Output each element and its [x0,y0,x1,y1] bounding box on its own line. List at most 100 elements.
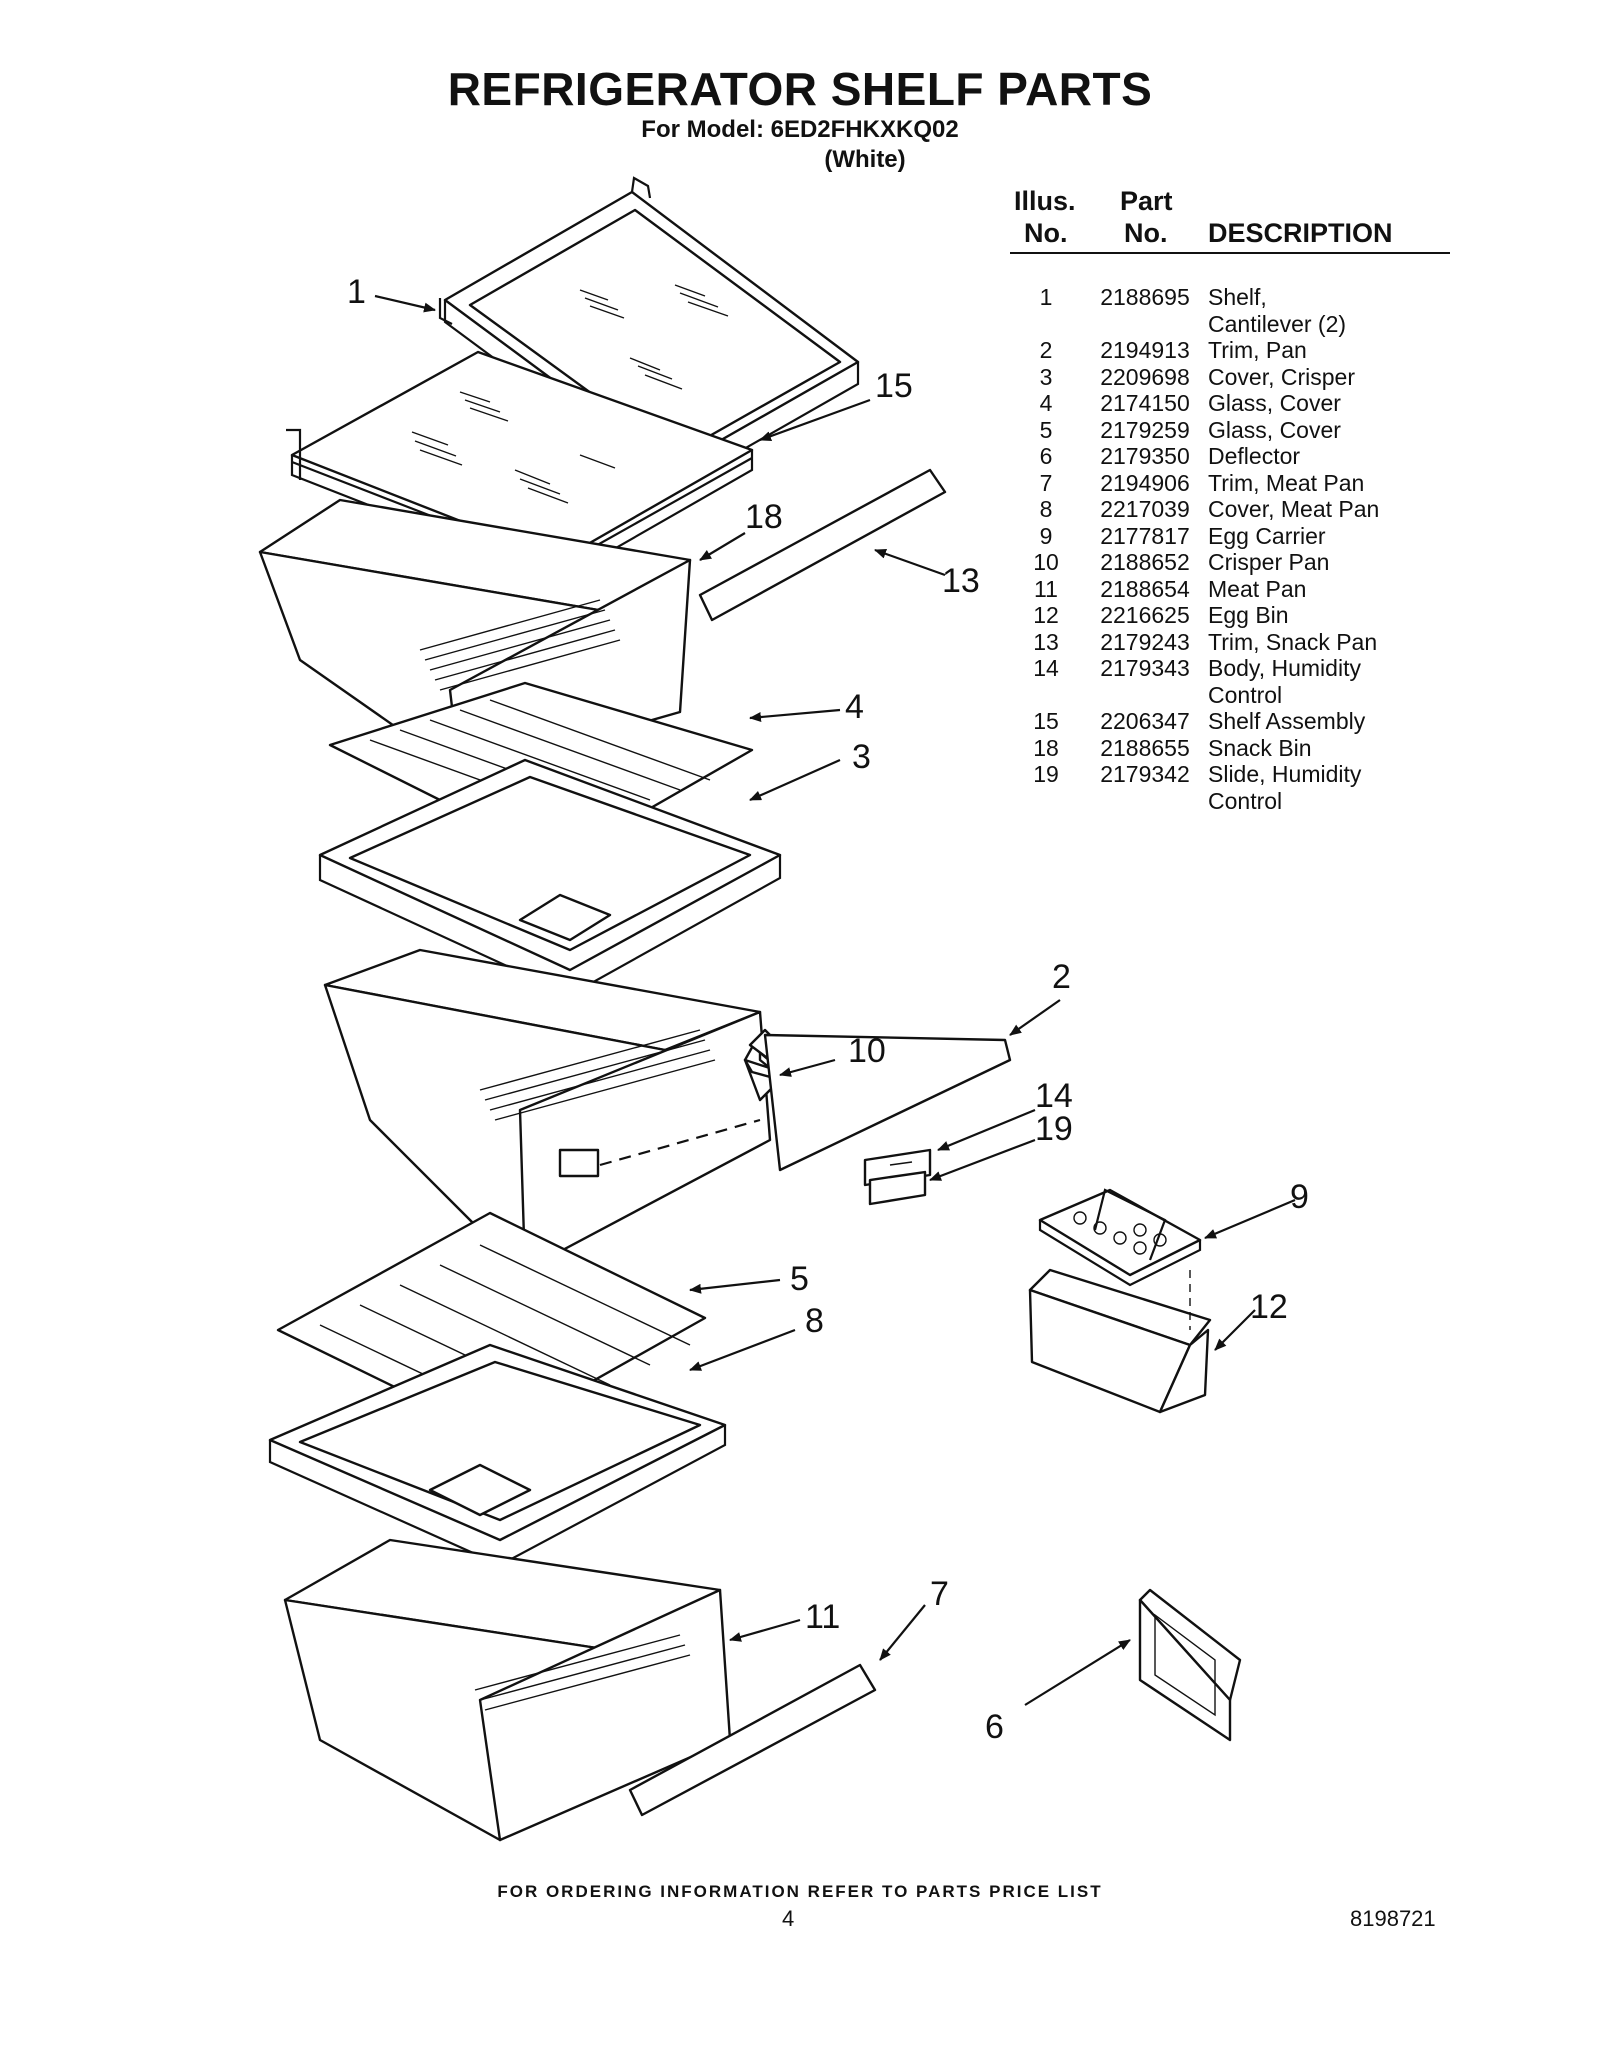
header-part-line2: No. [1124,218,1168,248]
part-description: Glass, Cover [1208,390,1341,416]
part-description: Trim, Snack Pan [1208,628,1378,655]
table-row: Control [1010,682,1450,709]
part-number: 2209698 [1100,363,1190,390]
part-description: Slide, Humidity [1208,761,1362,787]
callout-6: 6 [985,1708,1004,1746]
callout-2: 2 [1052,958,1071,996]
illus-number: 12 [1033,602,1059,628]
illus-number: 9 [1039,522,1053,549]
callout-9: 9 [1290,1178,1309,1216]
part-description: Shelf Assembly [1208,708,1366,734]
illus-number: 4 [1039,390,1053,416]
part-description: Egg Carrier [1208,522,1326,549]
illus-number: 2 [1039,337,1053,363]
part-description: Snack Bin [1208,734,1312,761]
egg-bin [1028,1268,1212,1414]
illus-number: 6 [1039,443,1053,469]
part-number: 2177817 [1100,522,1190,549]
part-number: 2174150 [1100,390,1190,416]
part-description: Trim, Meat Pan [1208,469,1365,496]
part-number [1082,682,1208,709]
callout-15: 15 [875,367,913,405]
illus-number: 13 [1033,628,1059,655]
part-number: 2179342 [1100,761,1190,787]
crisper-pan [323,948,772,1272]
part-number: 2179350 [1100,443,1190,469]
deflector [1138,1588,1242,1742]
egg-carrier [1038,1188,1202,1287]
page-number: 4 [782,1906,795,1931]
illus-number [1010,682,1082,709]
trim-snack-pan [698,468,947,622]
illus-number: 18 [1033,734,1059,761]
table-row: 7 2194906 Trim, Meat Pan [1010,470,1450,497]
part-description: Glass, Cover [1208,416,1341,443]
part-number: 2216625 [1100,602,1190,628]
header-illus-line2: No. [1024,218,1068,248]
part-number [1082,311,1208,338]
leader-lines [374,294,1296,1706]
part-number: 2188652 [1100,549,1190,575]
part-description: Deflector [1208,443,1301,469]
illus-number: 7 [1039,469,1053,496]
part-description: Cover, Meat Pan [1208,496,1380,522]
part-number: 2179243 [1100,628,1190,655]
part-number: 2179259 [1100,416,1190,443]
part-number: 2188655 [1100,734,1190,761]
part-number: 2206347 [1100,708,1190,734]
table-row: 18 2188655 Snack Bin [1010,735,1450,762]
part-number: 2188654 [1100,575,1190,602]
illus-number: 11 [1034,575,1058,602]
table-row: 4 2174150 Glass, Cover [1010,390,1450,417]
crisper-cover [318,758,782,997]
part-description: Control [1208,681,1283,708]
callout-7: 7 [930,1575,949,1613]
humidity-control [863,1148,932,1206]
callout-8: 8 [805,1302,824,1340]
callout-3: 3 [852,738,871,776]
part-number: 2179343 [1100,655,1190,681]
callout-13: 13 [942,562,980,600]
illus-number [1010,311,1082,338]
callout-1: 1 [347,273,366,311]
table-row: 2 2194913 Trim, Pan [1010,337,1450,364]
illus-number: 8 [1039,496,1053,522]
illus-number: 1 [1039,284,1053,310]
page-title: REFRIGERATOR SHELF PARTS [447,63,1153,115]
part-number: 2194906 [1100,469,1190,496]
table-row: Control [1010,788,1450,815]
table-row: 6 2179350 Deflector [1010,443,1450,470]
part-number: 2194913 [1100,337,1190,363]
part-description: Control [1208,787,1283,814]
callout-10: 10 [848,1032,886,1070]
ordering-note: FOR ORDERING INFORMATION REFER TO PARTS … [497,1882,1103,1901]
illus-number: 10 [1033,549,1059,575]
document-number: 8198721 [1350,1906,1436,1931]
callout-12: 12 [1250,1288,1288,1326]
part-description: Cantilever (2) [1208,310,1347,337]
table-row: 13 2179243 Trim, Snack Pan [1010,629,1450,656]
meat-pan [283,1538,732,1842]
part-number: 2188695 [1100,284,1190,310]
part-description: Trim, Pan [1208,337,1307,363]
part-description: Shelf, [1208,284,1267,310]
callout-18: 18 [745,498,783,536]
part-description: Cover, Crisper [1208,363,1355,390]
part-description: Body, Humidity [1208,655,1361,681]
table-row: 1 2188695 Shelf, [1010,284,1450,311]
header-illus-line1: Illus. [1014,186,1076,216]
callout-5: 5 [790,1260,809,1298]
callout-4: 4 [845,688,864,726]
